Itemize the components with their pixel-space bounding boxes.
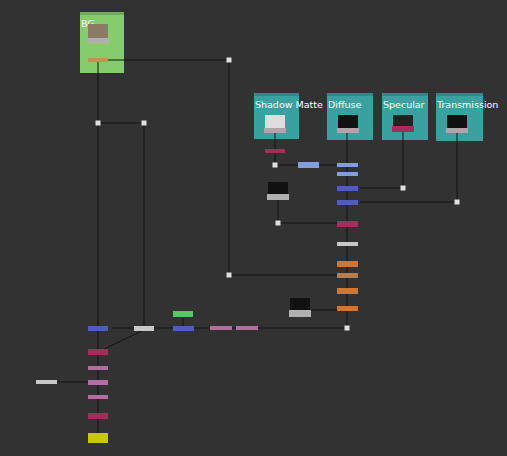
backdrop-label: BG [81, 18, 95, 29]
backdrop-label: Transmission [437, 99, 498, 110]
backdrop-box: Transmission [436, 93, 483, 141]
backdrop-box: BG [80, 12, 124, 73]
backdrop-box: Shadow Matte [254, 93, 299, 139]
backdrop-label: Specular [383, 99, 425, 110]
backdrop-label: Diffuse [328, 99, 361, 110]
backdrop-box: Diffuse [327, 93, 373, 140]
backdrop-label: Shadow Matte [255, 99, 323, 110]
backdrop-box: Specular [382, 93, 428, 140]
